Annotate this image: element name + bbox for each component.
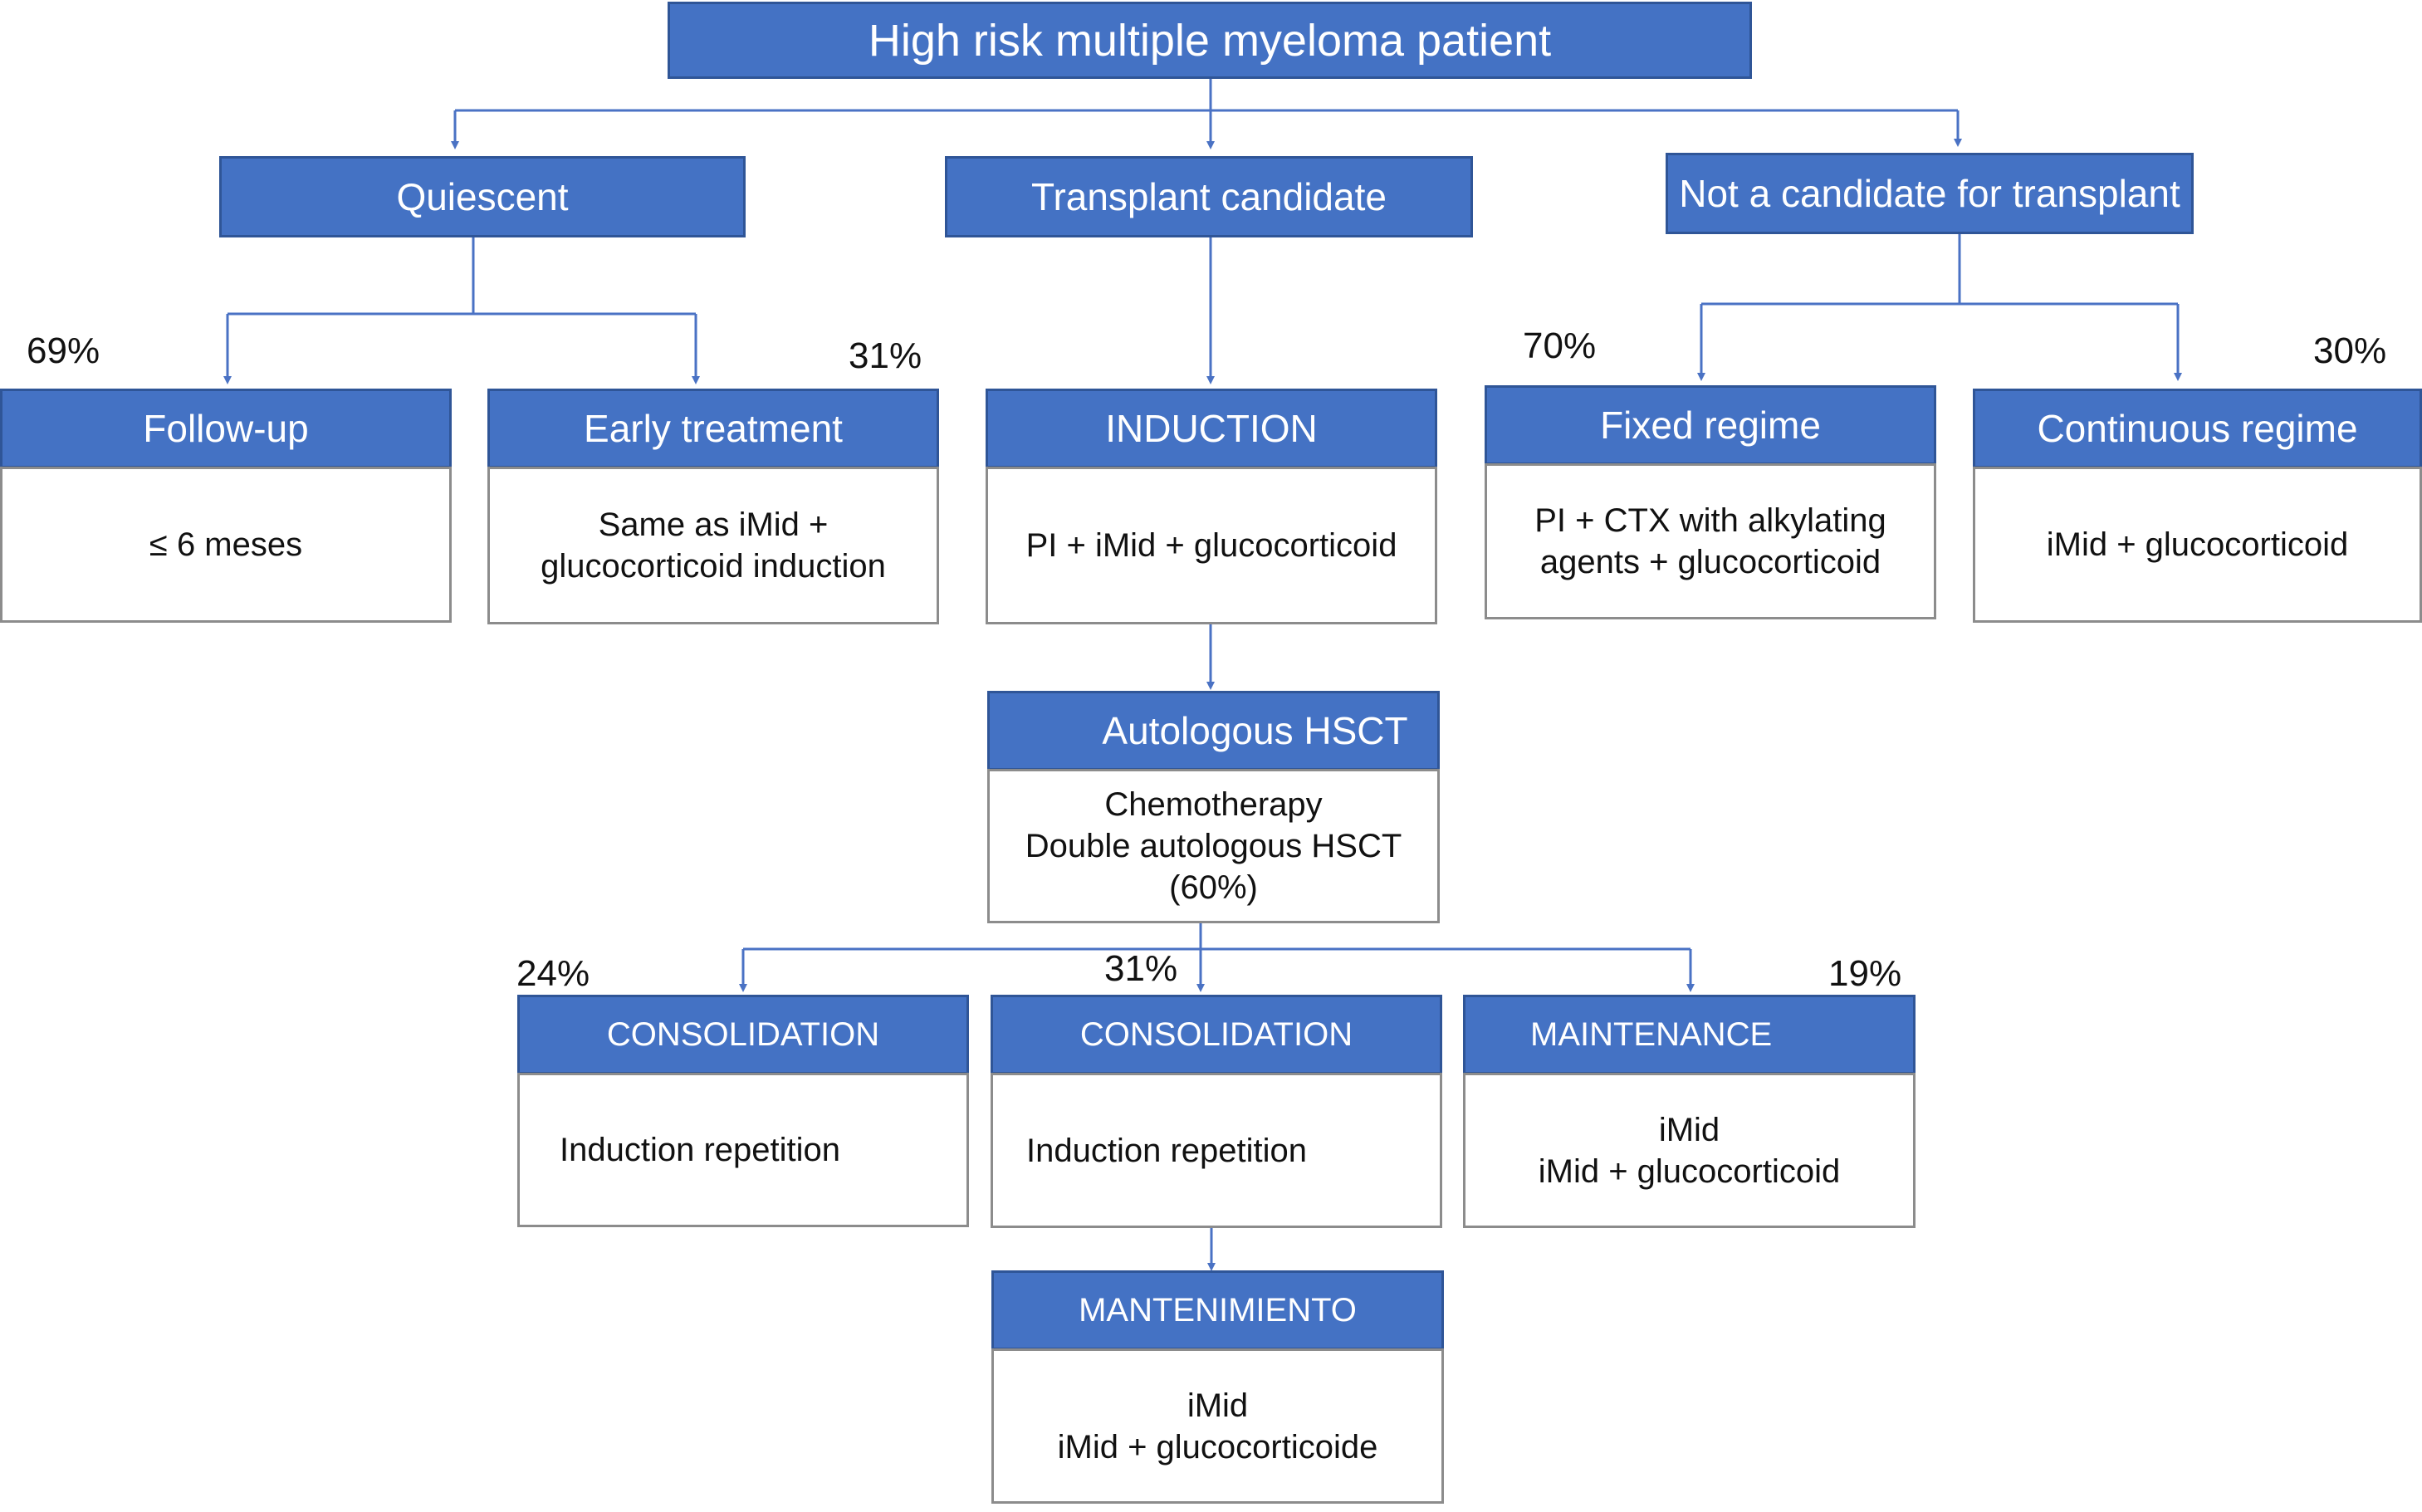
mantenimiento-header: MANTENIMIENTO — [991, 1270, 1444, 1350]
consolidation-1-line-1: Induction repetition — [560, 1132, 841, 1168]
hsct-title: Autologous HSCT — [1102, 709, 1408, 752]
mantenimiento-title: MANTENIMIENTO — [1079, 1291, 1357, 1329]
mantenimiento-line-2: iMid + glucocorticoide — [1057, 1428, 1378, 1466]
quiescent-title: Quiescent — [396, 175, 569, 218]
maintenance-body: iMid iMid + glucocorticoid — [1463, 1073, 1916, 1228]
fixed-regime-title: Fixed regime — [1600, 404, 1821, 447]
not-transplant-candidate-title: Not a candidate for transplant — [1679, 172, 2180, 215]
fixed-regime-line-1: PI + CTX with alkylating — [1534, 502, 1886, 539]
early-treatment-body: Same as iMid + glucocorticoid induction — [487, 467, 939, 624]
hsct-line-3: (60%) — [1169, 869, 1258, 906]
fixed-regime-header: Fixed regime — [1485, 385, 1936, 465]
consolidation-2-body: Induction repetition — [991, 1073, 1442, 1228]
maintenance-line-1: iMid — [1658, 1111, 1720, 1148]
induction-title: INDUCTION — [1105, 407, 1318, 450]
followup-title: Follow-up — [143, 407, 309, 450]
not-transplant-candidate-node: Not a candidate for transplant — [1666, 153, 2194, 234]
root-title: High risk multiple myeloma patient — [868, 15, 1552, 66]
followup-body: ≤ 6 meses — [0, 467, 452, 623]
fixed-regime-body: PI + CTX with alkylating agents + glucoc… — [1485, 463, 1936, 619]
hsct-header: Autologous HSCT — [987, 691, 1440, 771]
followup-percentage: 69% — [27, 330, 100, 371]
early-treatment-header: Early treatment — [487, 389, 939, 468]
fixed-regime-line-2: agents + glucocorticoid — [1539, 544, 1881, 580]
early-treatment-percentage: 31% — [849, 335, 922, 376]
mantenimiento-body: iMid iMid + glucocorticoide — [991, 1348, 1444, 1504]
induction-line-1: PI + iMid + glucocorticoid — [1025, 527, 1397, 564]
continuous-regime-body: iMid + glucocorticoid — [1973, 467, 2422, 623]
continuous-regime-header: Continuous regime — [1973, 389, 2422, 468]
consolidation-1-header: CONSOLIDATION — [517, 995, 969, 1074]
hsct-body: Chemotherapy Double autologous HSCT (60%… — [987, 769, 1440, 923]
consolidation-2-percentage: 31% — [1104, 948, 1178, 989]
followup-header: Follow-up — [0, 389, 452, 468]
mantenimiento-line-1: iMid — [1187, 1387, 1249, 1424]
induction-header: INDUCTION — [986, 389, 1437, 468]
transplant-candidate-title: Transplant candidate — [1031, 175, 1387, 218]
consolidation-1-body: Induction repetition — [517, 1073, 969, 1227]
maintenance-header: MAINTENANCE — [1463, 995, 1916, 1074]
continuous-regime-title: Continuous regime — [2037, 407, 2358, 450]
consolidation-1-percentage: 24% — [516, 953, 590, 994]
consolidation-1-title: CONSOLIDATION — [606, 1015, 880, 1053]
root-node: High risk multiple myeloma patient — [668, 2, 1752, 79]
consolidation-2-header: CONSOLIDATION — [991, 995, 1442, 1074]
continuous-regime-percentage: 30% — [2313, 330, 2387, 371]
hsct-line-1: Chemotherapy — [1104, 786, 1323, 823]
continuous-regime-line-1: iMid + glucocorticoid — [2046, 526, 2349, 563]
maintenance-percentage: 19% — [1828, 953, 1902, 994]
hsct-line-2: Double autologous HSCT — [1025, 828, 1402, 864]
induction-body: PI + iMid + glucocorticoid — [986, 467, 1437, 624]
early-treatment-line-1: Same as iMid + — [598, 506, 829, 543]
maintenance-line-2: iMid + glucocorticoid — [1538, 1152, 1841, 1190]
followup-line-1: ≤ 6 meses — [149, 526, 303, 563]
early-treatment-title: Early treatment — [584, 407, 843, 450]
maintenance-title: MAINTENANCE — [1530, 1015, 1773, 1053]
consolidation-2-line-1: Induction repetition — [1026, 1132, 1308, 1169]
fixed-regime-percentage: 70% — [1523, 325, 1597, 366]
transplant-candidate-node: Transplant candidate — [945, 156, 1473, 237]
consolidation-2-title: CONSOLIDATION — [1079, 1015, 1353, 1053]
early-treatment-line-2: glucocorticoid induction — [541, 548, 886, 585]
quiescent-node: Quiescent — [219, 156, 746, 237]
